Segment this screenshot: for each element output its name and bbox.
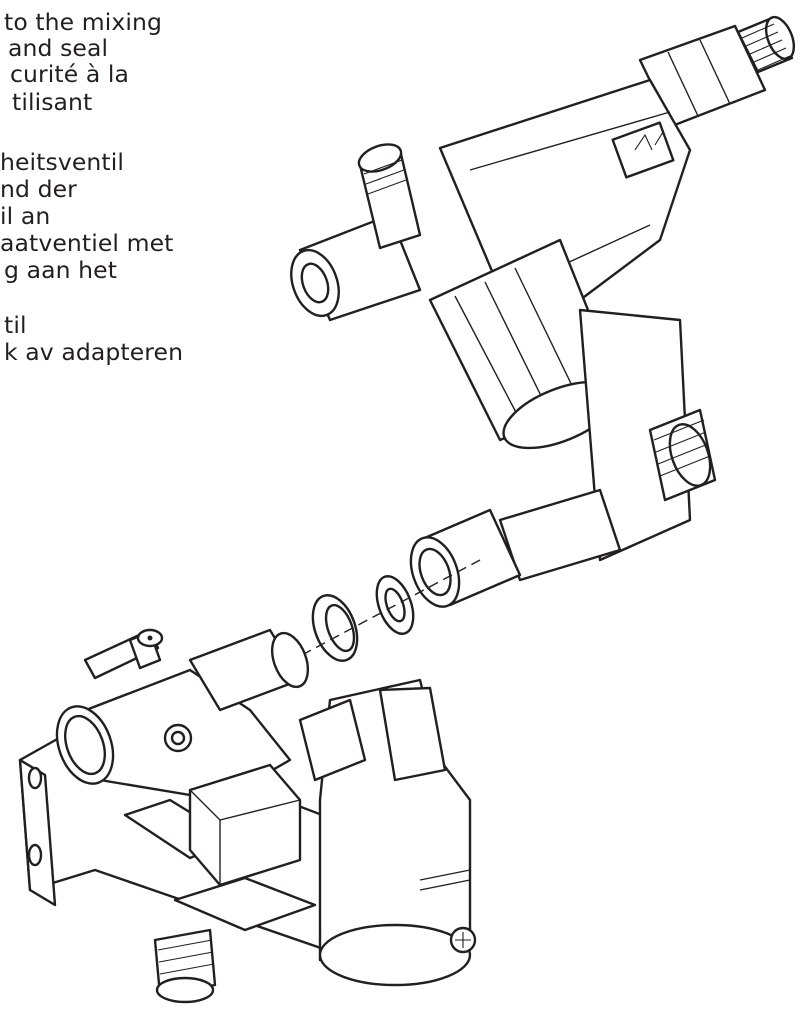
- top-union-nut: [638, 24, 767, 128]
- assembly-guide-line: [301, 559, 481, 656]
- instruction-line-2: and seal: [8, 34, 109, 62]
- instruction-line-10: til: [4, 311, 27, 339]
- instruction-line-6: nd der: [0, 175, 77, 203]
- union-nut: [409, 508, 522, 608]
- left-tee-fitting: [290, 143, 422, 322]
- ball-valve-lever-handle: [83, 628, 164, 680]
- mixing-valve-assembly: [290, 15, 796, 582]
- instruction-line-11: k av adapteren: [4, 338, 184, 366]
- instruction-line-8: aatventiel met: [0, 229, 174, 257]
- safety-valve-body: [188, 763, 302, 887]
- instruction-line-7: il an: [0, 202, 51, 230]
- instruction-line-5: heitsventil: [0, 148, 124, 176]
- temperature-control-knob: [428, 238, 622, 450]
- safety-valve-assembly: [18, 628, 477, 1004]
- lower-elbow: [498, 308, 717, 582]
- instruction-line-1: to the mixing: [4, 8, 163, 36]
- drain-connector: [153, 928, 217, 1004]
- instruction-line-9: g aan het: [4, 256, 118, 284]
- mixing-valve-body: [438, 78, 692, 302]
- instruction-line-3: curité à la: [10, 60, 130, 88]
- o-ring-seal: [311, 594, 359, 662]
- ball-valve: [55, 628, 367, 802]
- instruction-line-4: tilisant: [12, 88, 93, 116]
